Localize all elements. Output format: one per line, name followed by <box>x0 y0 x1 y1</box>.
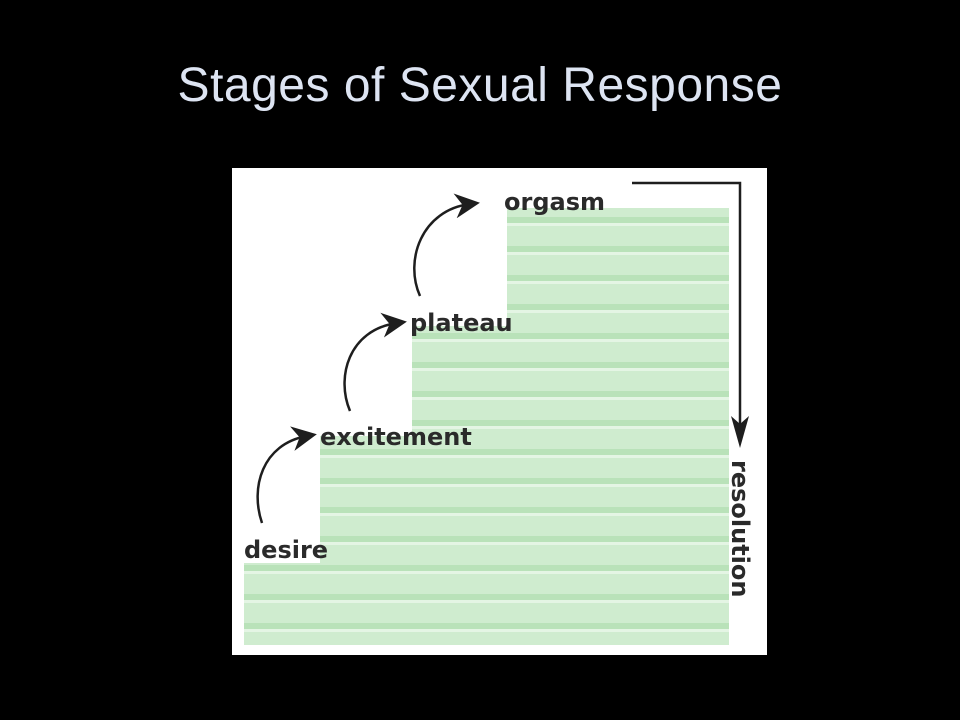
sexual-response-diagram: desire excitement plateau orgasm resolut… <box>232 168 767 655</box>
stage-label-orgasm: orgasm <box>504 188 605 216</box>
orgasm-to-resolution-arrow <box>632 181 742 436</box>
slide-title: Stages of Sexual Response <box>177 59 783 112</box>
stage-label-plateau: plateau <box>410 309 513 337</box>
stage-label-excitement: excitement <box>320 423 472 451</box>
resolution-arrowhead <box>731 416 749 448</box>
plateau-to-orgasm-arrow <box>413 193 480 297</box>
staircase-area <box>244 208 729 645</box>
excitement-to-plateau-arrow <box>343 312 407 412</box>
desire-to-excitement-arrow <box>256 426 317 524</box>
stage-label-desire: desire <box>244 536 328 564</box>
stage-label-resolution: resolution <box>726 460 754 597</box>
